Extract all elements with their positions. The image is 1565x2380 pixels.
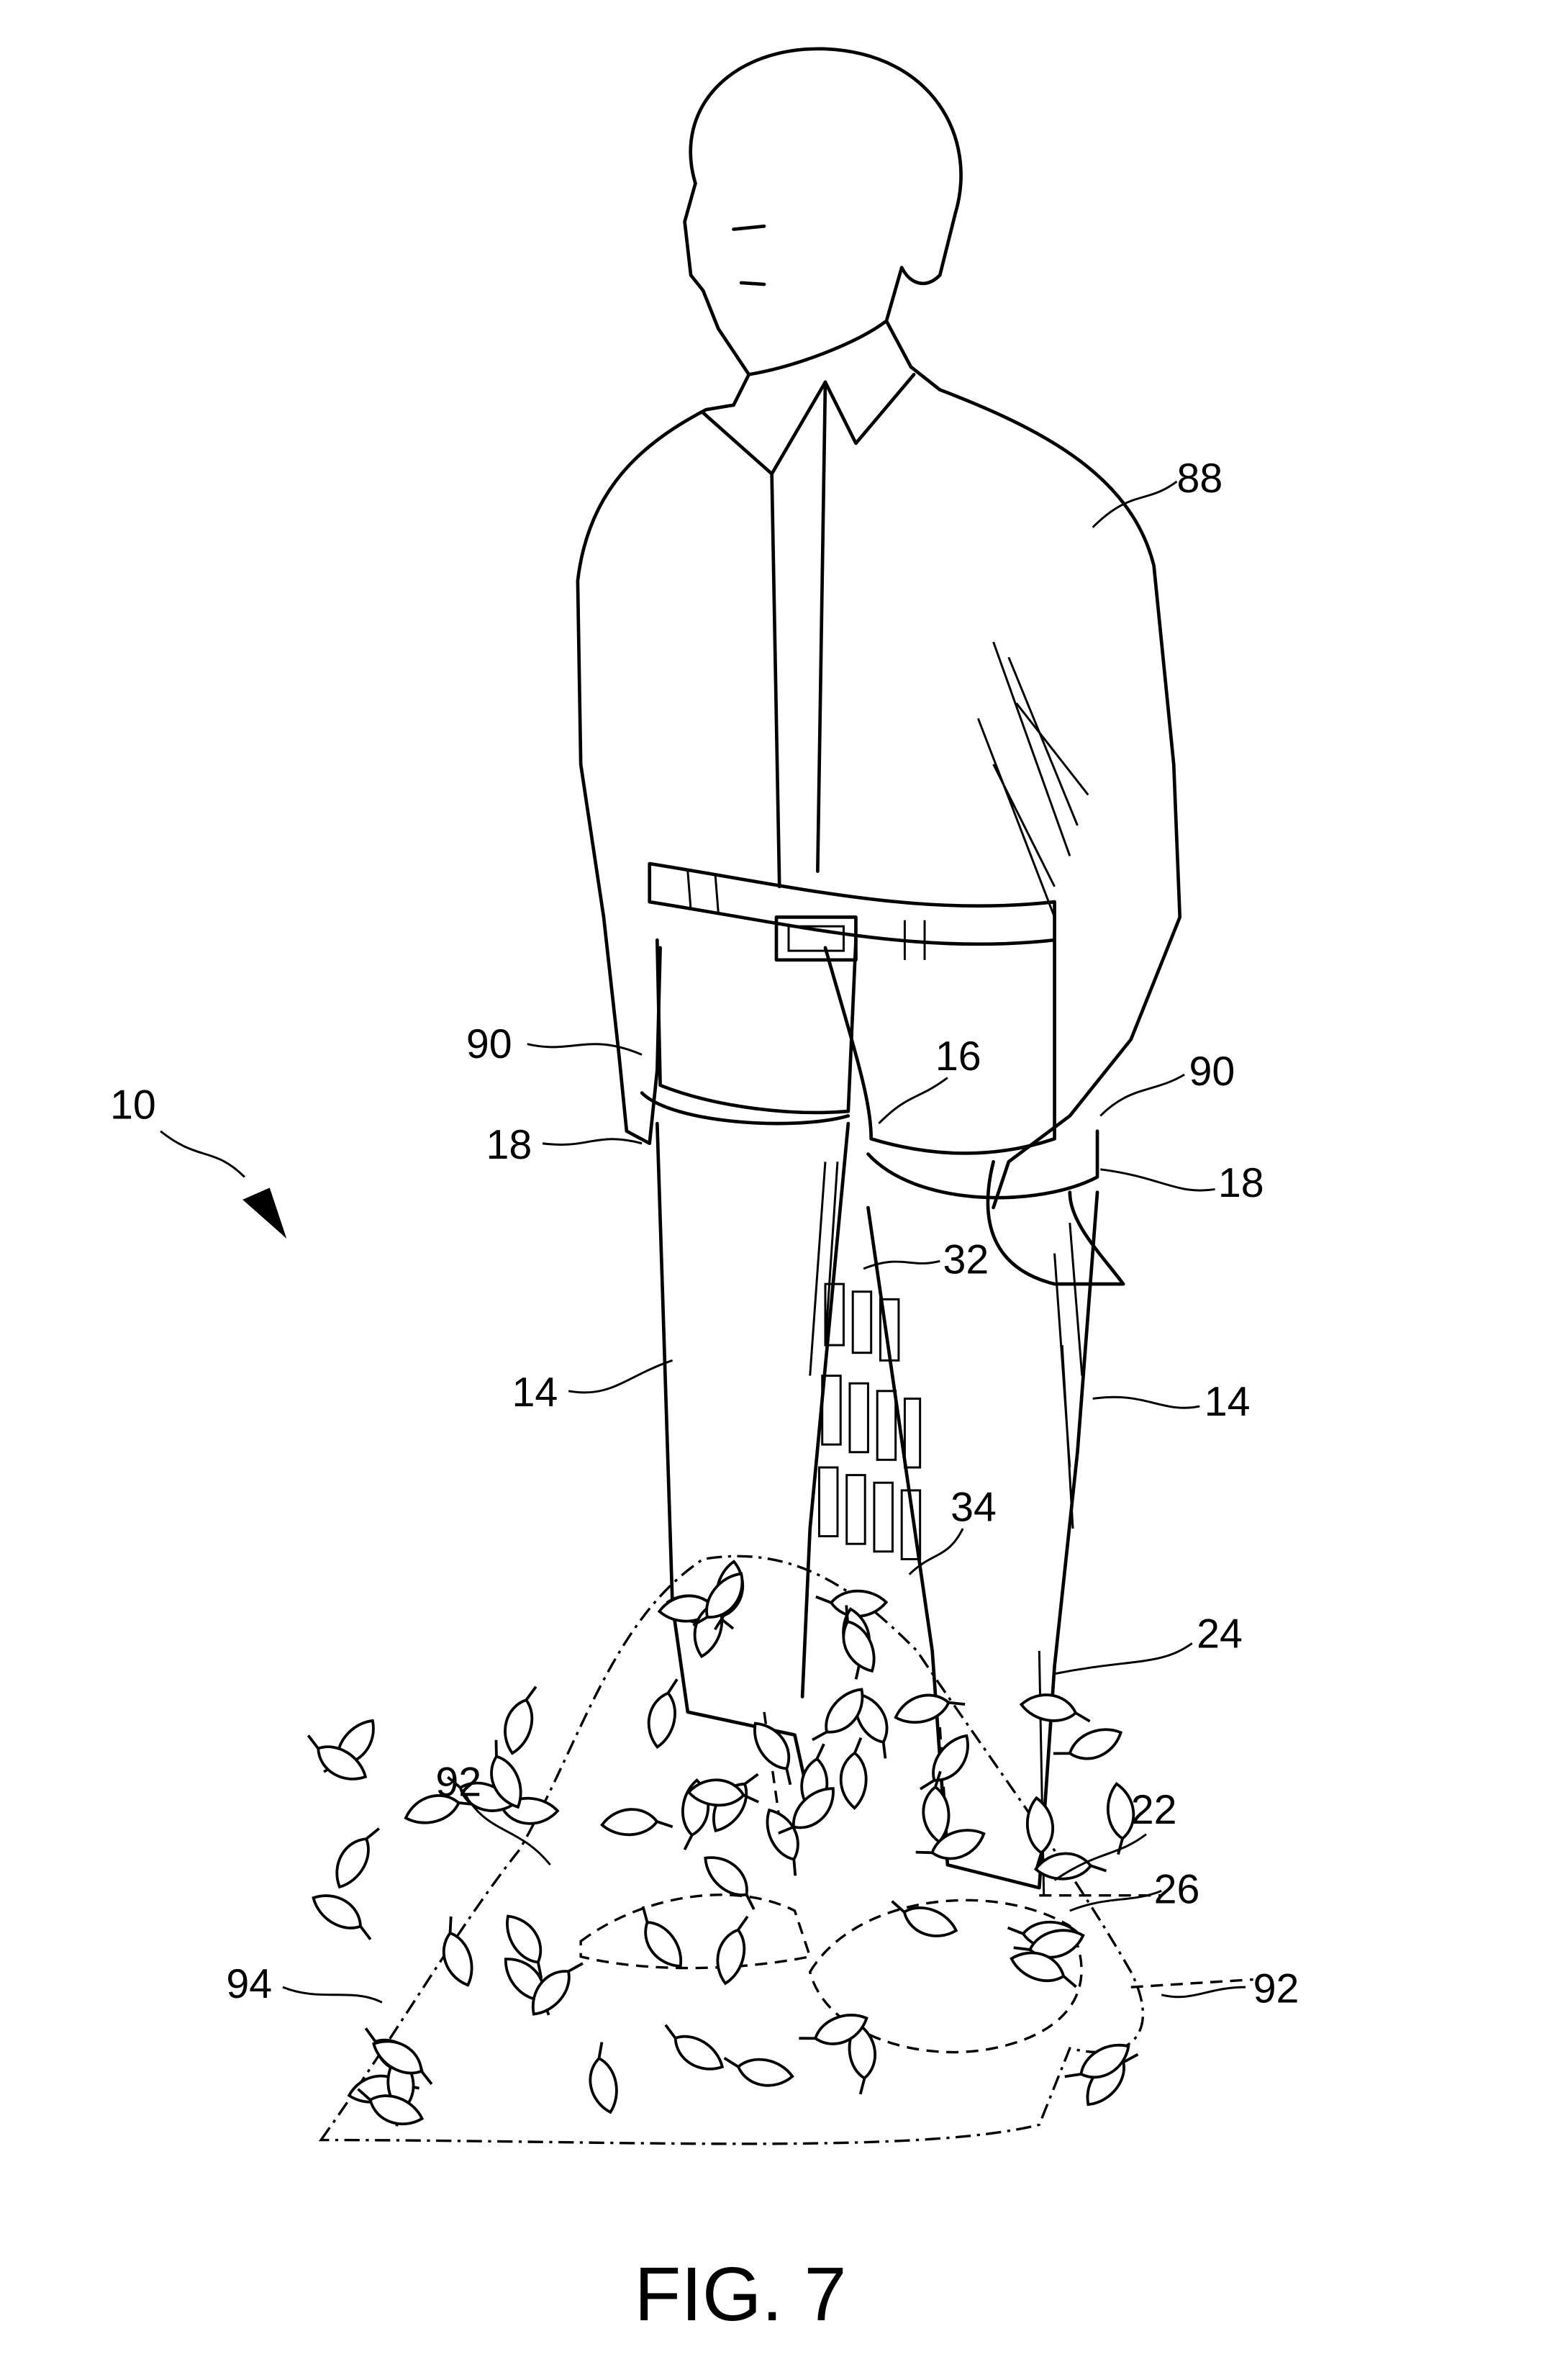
leaf-icon <box>442 1916 473 1987</box>
leaf-icon <box>1106 1782 1135 1855</box>
leaf-icon <box>920 1734 969 1791</box>
leaf-icon <box>686 1778 760 1807</box>
leaf-icon <box>589 2042 618 2114</box>
leaf-icon <box>335 1827 381 1889</box>
leaf-icon <box>312 1894 372 1940</box>
label-88: 88 <box>1176 456 1222 502</box>
label-90-left: 90 <box>466 1021 512 1067</box>
leaf-icon <box>891 1900 958 1937</box>
label-10: 10 <box>110 1082 156 1128</box>
leaf-icon <box>664 2024 725 2071</box>
label-92-right: 92 <box>1253 1965 1299 2012</box>
leaf-icon <box>1010 1951 1077 1988</box>
leaf-icon <box>357 2088 425 2126</box>
person-drawing <box>318 47 1253 2145</box>
leader-lines <box>160 480 1246 2004</box>
leaf-icon <box>647 1678 679 1750</box>
leaf-icon <box>766 1808 799 1876</box>
leaf-icon <box>1033 1852 1107 1881</box>
leaf-icon <box>372 2040 433 2085</box>
leaf-icon <box>842 1605 876 1673</box>
label-16: 16 <box>935 1033 981 1080</box>
label-92-left: 92 <box>435 1760 481 1806</box>
leaf-icon <box>490 1739 522 1809</box>
leaf-icon <box>894 1693 966 1724</box>
leaves <box>307 1560 1139 2127</box>
mesh-panel <box>817 1282 922 1560</box>
leaf-icon <box>723 2057 794 2087</box>
leaf-icon <box>1013 1929 1085 1959</box>
leaf-icon <box>778 1787 835 1834</box>
leaf-icon <box>753 1721 792 1786</box>
leaf-icon <box>815 1589 889 1618</box>
label-90-right: 90 <box>1189 1049 1235 1095</box>
leaf-icon <box>848 2022 877 2095</box>
label-26: 26 <box>1154 1866 1200 1912</box>
label-14-left: 14 <box>512 1370 558 1416</box>
figure-title: FIG. 7 <box>634 2251 846 2337</box>
label-14-right: 14 <box>1205 1379 1251 1425</box>
leaf-icon <box>600 1808 673 1837</box>
label-24: 24 <box>1197 1611 1243 1657</box>
leaf-icon <box>504 1686 537 1755</box>
label-34: 34 <box>951 1484 997 1530</box>
label-18-left: 18 <box>486 1122 532 1168</box>
label-22: 22 <box>1131 1787 1177 1833</box>
leaf-icon <box>692 1572 744 1627</box>
leaf-icon <box>1019 1693 1091 1723</box>
label-94: 94 <box>226 1961 272 2007</box>
label-32: 32 <box>943 1236 989 1282</box>
leaf-icon <box>915 1829 986 1860</box>
leaf-icon <box>704 1856 756 1910</box>
leaf-icon <box>922 1770 951 1844</box>
leaf-icon <box>812 1688 864 1742</box>
leaf-icon <box>531 1962 584 2016</box>
leaf-icon <box>716 1915 749 1986</box>
label-18-right: 18 <box>1218 1160 1264 1206</box>
leaf-icon <box>404 1794 476 1824</box>
leaf-icon <box>1053 1728 1123 1760</box>
leaf-icon <box>839 1737 868 1810</box>
arrow-icon <box>244 1189 285 1236</box>
leaf-icon <box>506 1914 543 1979</box>
leaf-icon <box>1064 2043 1130 2079</box>
leaf-icon <box>307 1734 368 1781</box>
leaf-icon <box>641 1906 683 1968</box>
leaf-icon <box>799 2014 868 2045</box>
